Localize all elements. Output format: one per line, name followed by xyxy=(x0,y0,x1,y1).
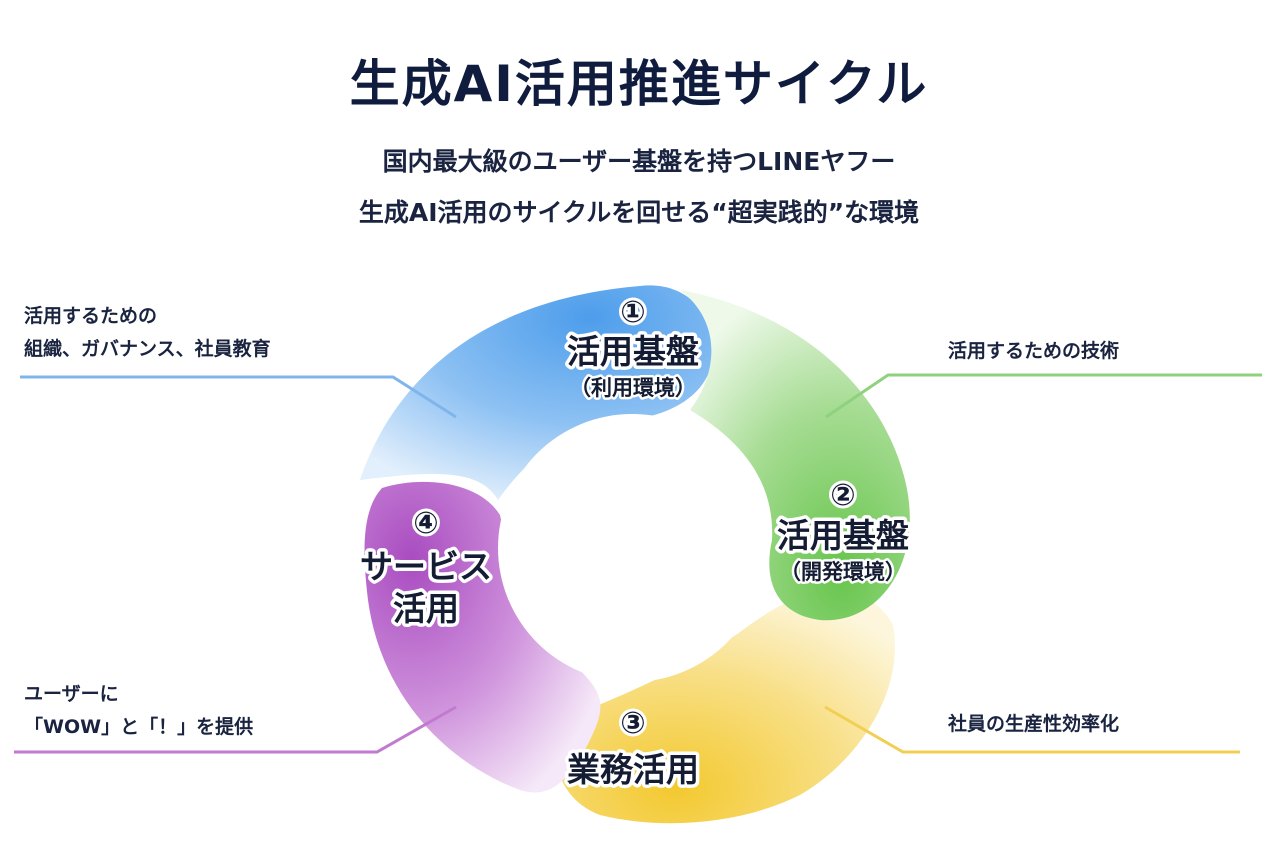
callout-top-left-line-1: 活用するための xyxy=(24,305,158,327)
subtitle-line-1: 国内最大級のユーザー基盤を持つLINEヤフー xyxy=(382,147,896,176)
ring-center xyxy=(498,414,766,682)
stage-4-number: ④ xyxy=(413,506,438,541)
stage-4-title-line-1: サービス xyxy=(360,547,492,586)
callout-top-left-line-2: 組織、ガバナンス、社員教育 xyxy=(24,338,271,360)
segment-green xyxy=(680,290,910,621)
connector-bottom-left xyxy=(14,705,457,754)
stage-1-number: ① xyxy=(620,295,645,330)
callout-bottom-right: 社員の生産性効率化 xyxy=(948,713,1120,735)
stage-4-title-line-2: 活用 xyxy=(393,589,459,628)
callout-top-right: 活用するための技術 xyxy=(948,340,1120,362)
callout-bottom-left: ユーザーに 「WOW」と「！」を提供 xyxy=(24,678,253,744)
callout-top-left: 活用するための 組織、ガバナンス、社員教育 xyxy=(24,300,271,366)
subtitle-line-2: 生成AI活用のサイクルを回せる“超実践的”な環境 xyxy=(358,198,920,227)
page-title: 生成AI活用推進サイクル xyxy=(349,55,929,113)
segment-purple xyxy=(364,481,601,793)
stage-1-title: 活用基盤 xyxy=(567,332,699,371)
callout-bottom-left-line-1: ユーザーに xyxy=(24,683,119,705)
stage-1-subtitle: （利用環境） xyxy=(570,376,696,400)
stage-2-title: 活用基盤 xyxy=(777,516,909,555)
stage-3-title: 業務活用 xyxy=(567,750,699,789)
connector-top-left xyxy=(20,375,457,419)
segment-blue xyxy=(360,285,714,500)
stage-2-number: ② xyxy=(830,478,855,513)
callout-bottom-left-line-2: 「WOW」と「！」を提供 xyxy=(24,716,254,738)
stage-3-number: ③ xyxy=(620,706,645,741)
stage-2-subtitle: （開発環境） xyxy=(780,560,906,584)
connector-top-right xyxy=(825,373,1262,419)
connector-bottom-right xyxy=(824,705,1240,754)
segment-yellow xyxy=(556,589,895,824)
